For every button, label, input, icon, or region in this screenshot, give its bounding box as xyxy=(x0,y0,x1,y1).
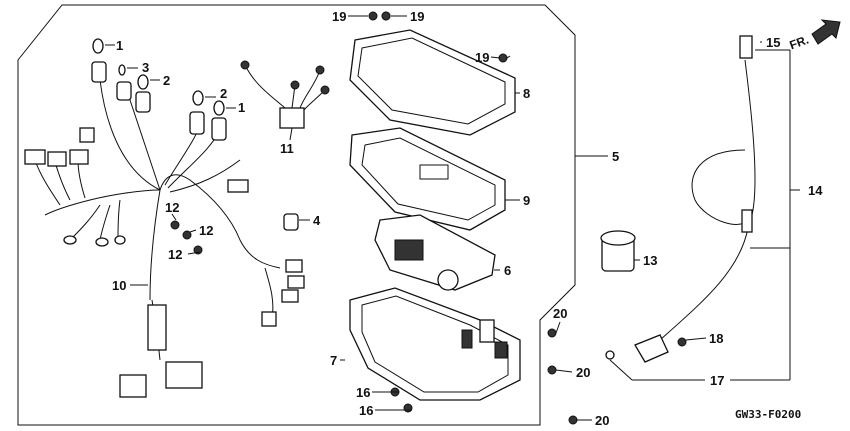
callout-1: 1 xyxy=(238,100,245,115)
callout-19: 19 xyxy=(410,9,424,24)
callout-4: 4 xyxy=(313,213,321,228)
direction-label: FR. xyxy=(788,33,811,53)
callout-12: 12 xyxy=(165,200,179,215)
callout-19: 19 xyxy=(475,50,489,65)
meter-cover xyxy=(349,29,516,136)
callout-8: 8 xyxy=(523,86,530,101)
indicator-unit xyxy=(600,230,636,272)
speedometer-cable xyxy=(605,35,756,363)
meter-movement xyxy=(374,214,496,291)
callout-9: 9 xyxy=(523,193,530,208)
diagram-code: GW33-F0200 xyxy=(735,408,801,421)
leader-19c xyxy=(490,56,501,59)
meter-lower-case xyxy=(349,287,521,401)
callout-12: 12 xyxy=(199,223,213,238)
direction-arrow-icon xyxy=(811,19,841,45)
callout-3: 3 xyxy=(142,60,149,75)
callout-12: 12 xyxy=(168,247,182,262)
callout-16: 16 xyxy=(356,385,370,400)
callout-10: 10 xyxy=(112,278,126,293)
callout-2: 2 xyxy=(163,73,170,88)
callout-7: 7 xyxy=(330,353,337,368)
callout-11: 11 xyxy=(280,141,294,156)
assembly-outline xyxy=(17,4,576,426)
wire-harness xyxy=(24,79,305,398)
callout-15: 15 xyxy=(766,35,780,50)
callout-14: 14 xyxy=(808,183,823,198)
callout-2: 2 xyxy=(220,86,227,101)
callout-18: 18 xyxy=(709,331,723,346)
callout-17: 17 xyxy=(710,373,724,388)
callout-6: 6 xyxy=(504,263,511,278)
callout-20: 20 xyxy=(595,413,609,428)
callout-13: 13 xyxy=(643,253,657,268)
leader-lines xyxy=(105,41,800,421)
bulb-sockets xyxy=(91,38,227,141)
meter-panel xyxy=(349,127,506,231)
grommet xyxy=(283,213,299,231)
callout-20: 20 xyxy=(576,365,590,380)
callout-1: 1 xyxy=(116,38,123,53)
callout-5: 5 xyxy=(612,149,619,164)
callout-16: 16 xyxy=(359,403,373,418)
callout-20: 20 xyxy=(553,306,567,321)
sub-harness xyxy=(240,60,330,129)
callout-19: 19 xyxy=(332,9,346,24)
